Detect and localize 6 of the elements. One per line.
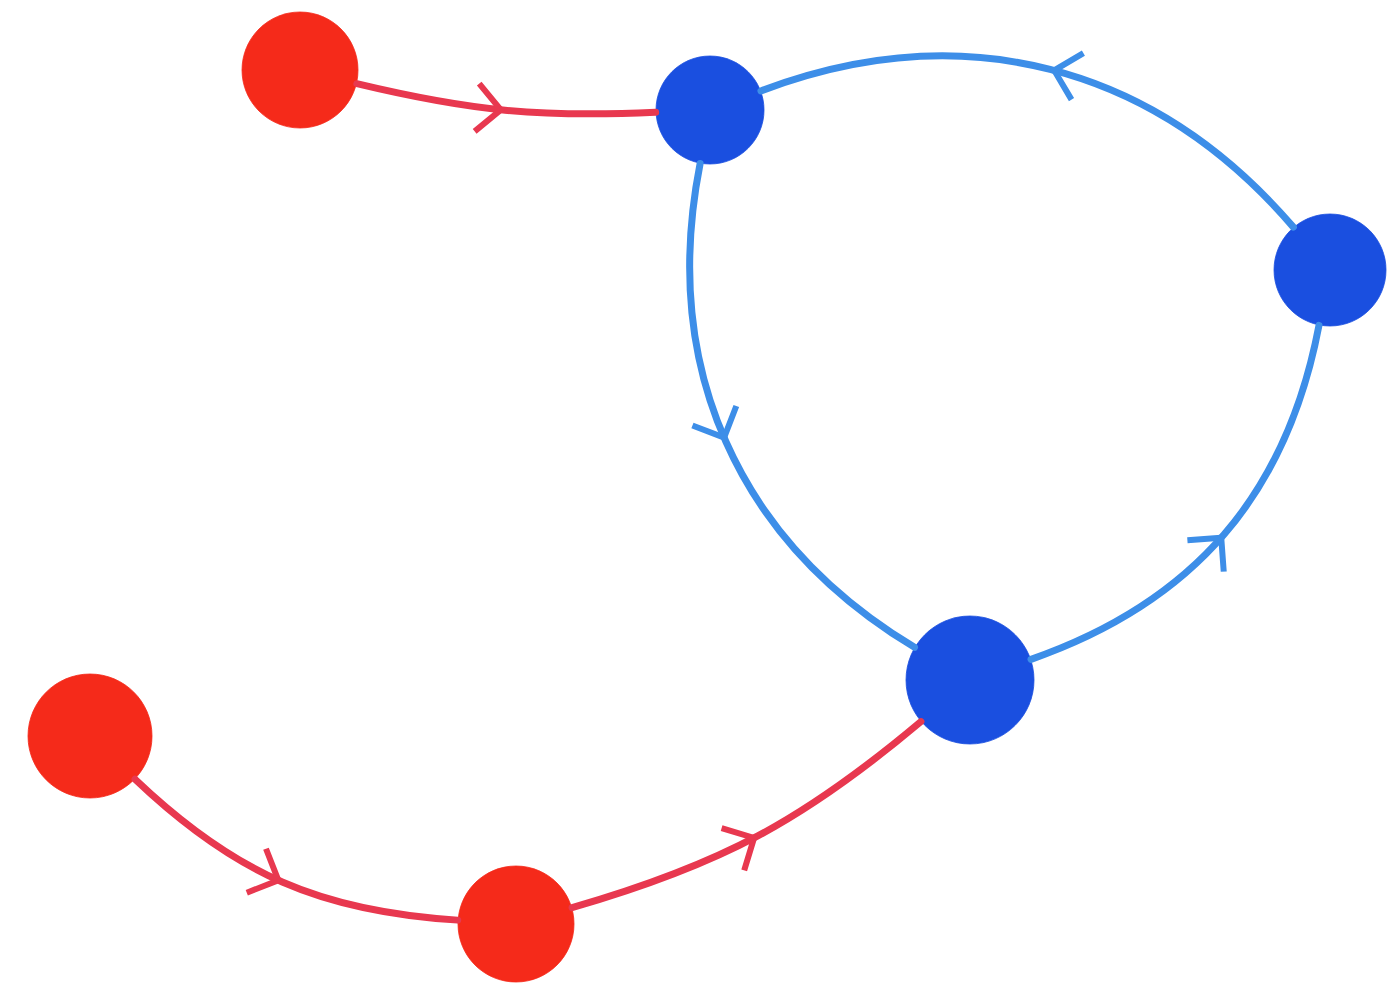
- dot: [27, 673, 153, 799]
- dot: [241, 11, 359, 129]
- dot: [655, 55, 765, 165]
- dot: [457, 865, 575, 983]
- dot: [1273, 213, 1387, 327]
- dot: [905, 615, 1035, 745]
